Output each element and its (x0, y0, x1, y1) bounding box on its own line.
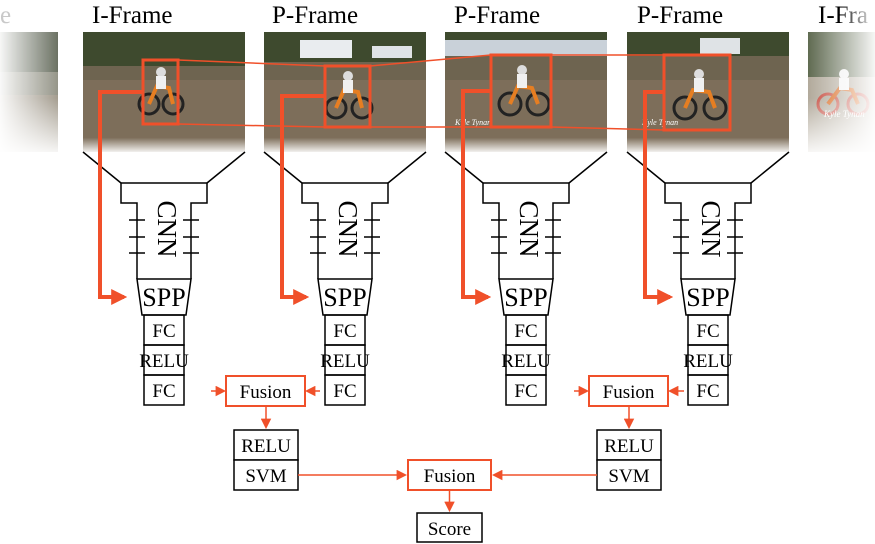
fc2-label-4: FC (696, 381, 719, 402)
spp-label-2: SPP (323, 283, 366, 312)
svm-label-pair-1: SVM (245, 466, 286, 487)
column-3: CNN SPP FC RELU FC (444, 151, 608, 406)
cnn-label-3: CNN (514, 200, 544, 257)
cnn-label-4: CNN (696, 200, 726, 257)
frame-label-p-frame-2: P-Frame (454, 2, 540, 29)
motorcycle-rider-icon (137, 67, 185, 116)
column-2: CNN SPP FC RELU FC (263, 151, 427, 406)
edge-frame-right: Kyle Tynan (808, 32, 875, 152)
score-box (416, 512, 483, 543)
fc2-label-1: FC (152, 381, 175, 402)
relu-label-4: RELU (683, 351, 733, 372)
frame-label-p-frame-1: P-Frame (272, 2, 358, 29)
final-fusion-box (407, 459, 492, 491)
column-1: CNN SPP FC RELU FC (82, 151, 246, 406)
cnn-label-1: CNN (152, 200, 182, 257)
fc1-label-3: FC (514, 321, 537, 342)
score-label: Score (428, 519, 471, 540)
fc1-label-2: FC (333, 321, 356, 342)
edge-right-fade (840, 0, 875, 30)
final-fusion-label: Fusion (424, 466, 476, 487)
cnn-label-2: CNN (333, 200, 363, 257)
motorcycle-rider-icon (672, 69, 728, 121)
pair-1: Fusion RELU SVM (225, 375, 306, 491)
roi-arrows (98, 89, 674, 305)
video-frame-2 (264, 32, 426, 152)
frame-label-p-frame-3: P-Frame (637, 2, 723, 29)
edge-frame-left (0, 32, 58, 152)
fusion-box-1 (225, 375, 306, 407)
roi-arrow-3 (461, 89, 492, 305)
fusion-label-2: Fusion (603, 382, 655, 403)
relu-label-3: RELU (501, 351, 551, 372)
svm-box-pair-2 (596, 459, 662, 491)
fc1-label-4: FC (696, 321, 719, 342)
relu-label-2: RELU (320, 351, 370, 372)
relu-label-pair-1: RELU (241, 436, 291, 457)
roi-arrow-4 (643, 90, 674, 305)
fc1-label-1: FC (152, 321, 175, 342)
fc2-label-3: FC (514, 381, 537, 402)
relu-label-pair-2: RELU (604, 436, 654, 457)
frame-label-edge-left: e (0, 2, 11, 29)
roi-arrow-1 (98, 90, 143, 305)
fusion-label-1: Fusion (240, 382, 292, 403)
connector-arrows (211, 385, 684, 513)
spp-label-1: SPP (142, 283, 185, 312)
svm-label-pair-2: SVM (608, 466, 649, 487)
roi-arrow-2 (280, 94, 325, 305)
spp-label-3: SPP (504, 283, 547, 312)
column-4: CNN SPP FC RELU FC (626, 151, 790, 406)
motorcycle-rider-icon (497, 65, 551, 117)
relu-label-1: RELU (139, 351, 189, 372)
spp-label-4: SPP (686, 283, 729, 312)
fc2-label-2: FC (333, 381, 356, 402)
relu-box-pair-1 (233, 429, 299, 461)
video-frame-3: Kyle Tynan (445, 32, 607, 152)
frame-label-i-frame: I-Frame (92, 2, 173, 29)
pair-2: Fusion RELU SVM (588, 375, 669, 491)
